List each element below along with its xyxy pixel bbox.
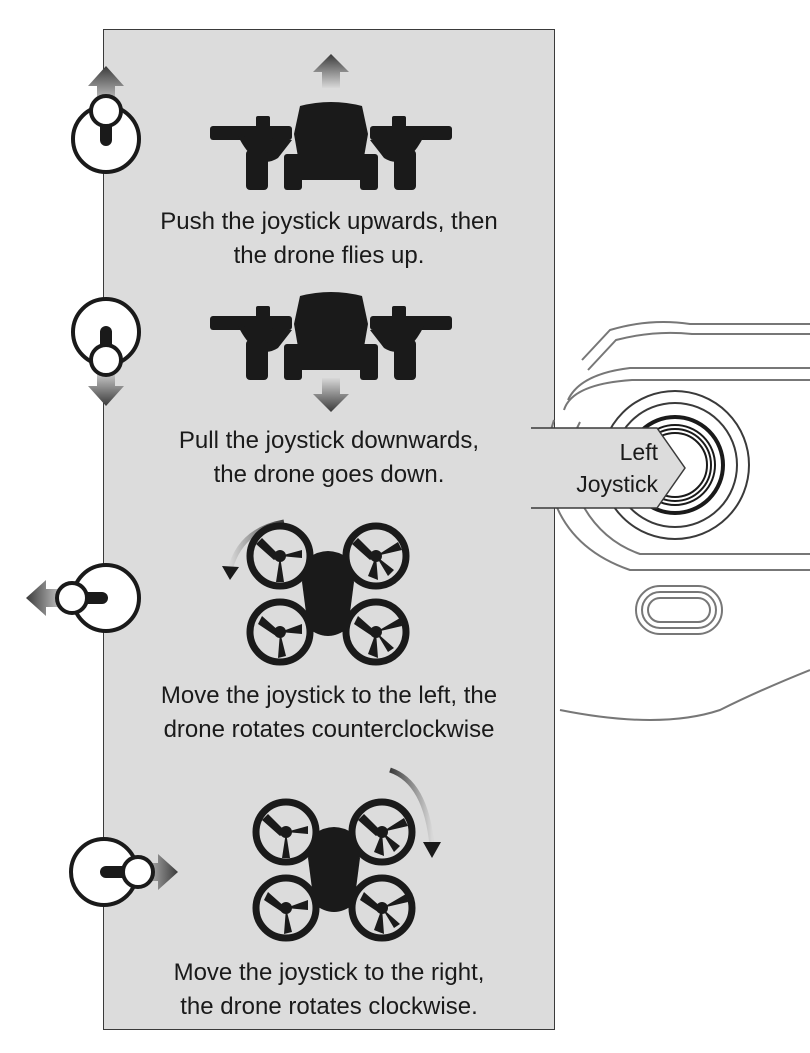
joystick-down-icon <box>71 297 141 406</box>
left-joystick-label-line-2: Joystick <box>576 471 658 497</box>
caption-right-line-2: the drone rotates clockwise. <box>180 993 478 1020</box>
joystick-right-icon <box>69 837 178 907</box>
caption-down-line-2: the drone goes down. <box>213 461 445 488</box>
rotate-cw-arrow-icon <box>389 767 435 847</box>
arrow-up-small-icon <box>313 54 349 88</box>
arrow-left-icon <box>26 580 66 616</box>
caption-up-line-1: Push the joystick upwards, then <box>160 208 498 235</box>
caption-left-line-2: drone rotates counterclockwise <box>163 716 495 743</box>
caption-up: Push the joystick upwards, then the dron… <box>103 205 555 273</box>
drone-top-cw-icon <box>252 767 441 942</box>
arrow-down-icon <box>88 370 124 406</box>
joystick-left-icon <box>26 563 141 633</box>
drone-top-ccw-icon <box>222 519 410 666</box>
arrow-down-small-icon <box>313 378 349 412</box>
caption-right-line-1: Move the joystick to the right, <box>173 959 485 986</box>
caption-up-line-2: the drone flies up. <box>233 242 425 269</box>
drone-side-down-icon <box>210 292 452 412</box>
joystick-up-icon <box>71 66 141 174</box>
caption-down: Pull the joystick downwards, the drone g… <box>103 424 555 492</box>
left-joystick-callout <box>531 427 686 509</box>
caption-right: Move the joystick to the right, the dron… <box>103 956 555 1024</box>
remote-controller-illustration <box>546 321 810 721</box>
arrow-up-icon <box>88 66 124 106</box>
caption-down-line-1: Pull the joystick downwards, <box>178 427 480 454</box>
caption-left-line-1: Move the joystick to the left, the <box>160 682 498 709</box>
drone-side-up-icon <box>210 54 452 190</box>
left-joystick-label-line-1: Left <box>619 439 658 465</box>
caption-left: Move the joystick to the left, the drone… <box>103 679 555 747</box>
left-joystick-label: Left Joystick <box>540 436 658 500</box>
